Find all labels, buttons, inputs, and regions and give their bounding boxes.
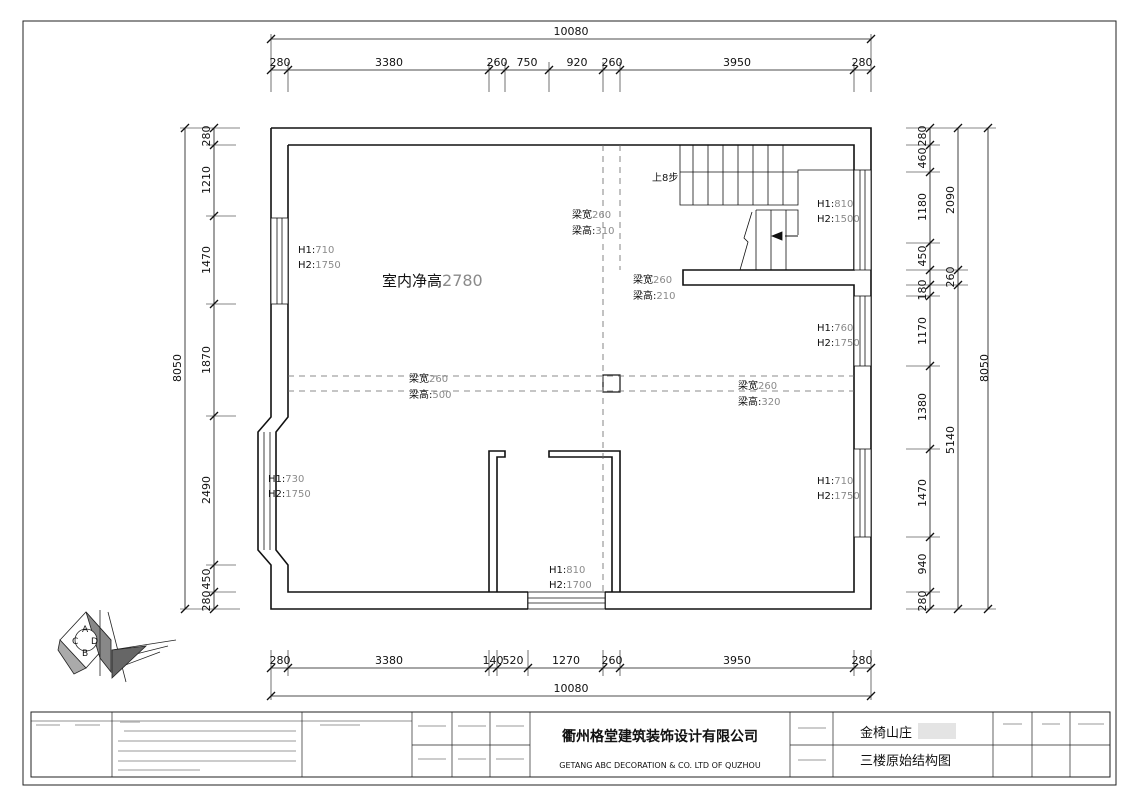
- left-dim-7: 280: [200, 591, 213, 612]
- sheet-border: [22, 20, 1117, 786]
- bottom-dim-4: 520: [503, 654, 524, 667]
- legend-letter-b: B: [82, 649, 88, 659]
- top-dimensions: 10080 280 3380 260 750 920 260 395: [266, 25, 876, 92]
- title-block: [30, 711, 1111, 778]
- top-dim-8: 280: [852, 56, 873, 69]
- window-left-h2: H2:1750: [298, 260, 341, 271]
- beam3-height: 梁高:500: [409, 388, 451, 401]
- window-bay-h1: H1:730: [268, 474, 304, 485]
- bottom-dim-5: 1270: [552, 654, 580, 667]
- bottom-dim-3: 140: [483, 654, 504, 667]
- stairs-label: 上8步: [652, 172, 678, 184]
- legend-letter-d: D: [91, 637, 98, 647]
- bottom-dim-2: 3380: [375, 654, 403, 667]
- beam4-width: 梁宽260: [738, 379, 777, 392]
- top-dim-1: 280: [270, 56, 291, 69]
- stair-arrow-icon: [770, 231, 783, 241]
- left-dim-2: 1210: [200, 166, 213, 194]
- window-bay-h2: H2:1750: [268, 489, 311, 500]
- window-bottom-h1: H1:810: [549, 565, 585, 576]
- top-dim-7: 3950: [723, 56, 751, 69]
- left-dim-1: 280: [200, 126, 213, 147]
- drawing-title: 三楼原始结构图: [860, 754, 951, 769]
- room-height-label: 室内净高2780: [382, 271, 483, 290]
- legend-letter-c: C: [72, 637, 78, 647]
- beam4-height: 梁高:320: [738, 395, 780, 408]
- window-left: [270, 217, 289, 305]
- orientation-legend: A C D B: [57, 610, 177, 683]
- window-mid-right-h2: H2:1750: [817, 338, 860, 349]
- left-dimensions: 8050 280 1210 1470 1870 2490 450 280: [171, 123, 240, 614]
- window-bottom-right-h1: H1:710: [817, 476, 853, 487]
- right-mid-dim-2: 260: [944, 267, 957, 288]
- right-dim-4: 450: [916, 246, 929, 267]
- left-dim-6: 450: [200, 569, 213, 590]
- bottom-total-dim: 10080: [554, 682, 589, 695]
- beams: [288, 145, 854, 592]
- redacted-block: [918, 723, 956, 739]
- staircase: [679, 145, 854, 271]
- window-mid-right: [853, 295, 872, 367]
- right-mid-dim-3: 5140: [944, 426, 957, 454]
- right-dim-8: 1470: [916, 479, 929, 507]
- right-dim-3: 1180: [916, 193, 929, 221]
- window-bottom-right-h2: H2:1750: [817, 491, 860, 502]
- top-total-dim: 10080: [554, 25, 589, 38]
- window-bottom-h2: H2:1700: [549, 580, 592, 591]
- top-dim-3: 260: [487, 56, 508, 69]
- left-dim-4: 1870: [200, 346, 213, 374]
- right-dim-9: 940: [916, 554, 929, 575]
- bottom-dim-6: 260: [602, 654, 623, 667]
- left-dim-5: 2490: [200, 476, 213, 504]
- left-total-dim: 8050: [171, 354, 184, 382]
- window-top-right-h1: H1:810: [817, 199, 853, 210]
- plan-labels: 室内净高2780 梁宽260 梁高:310 梁宽260 梁高:210 梁宽260…: [268, 199, 860, 591]
- right-mid-dim-1: 2090: [944, 186, 957, 214]
- bottom-dimensions: 280 3380 140 520 1270 260 3950 280 10080: [266, 650, 876, 701]
- window-bottom-right: [853, 448, 872, 538]
- right-dimensions: 280 460 1180 450 180 1170 1380 1470 940 …: [906, 123, 996, 614]
- beam1-width: 梁宽260: [572, 208, 611, 221]
- right-dim-7: 1380: [916, 393, 929, 421]
- right-dim-10: 280: [916, 591, 929, 612]
- window-bottom: [527, 591, 606, 610]
- beam2-height: 梁高:210: [633, 289, 675, 302]
- bottom-dim-8: 280: [852, 654, 873, 667]
- right-dim-1: 280: [916, 126, 929, 147]
- window-left-h1: H1:710: [298, 245, 334, 256]
- top-dim-2: 3380: [375, 56, 403, 69]
- beam2-width: 梁宽260: [633, 273, 672, 286]
- window-top-right-h2: H2:1500: [817, 214, 860, 225]
- windows: [263, 169, 872, 610]
- window-top-right: [853, 169, 872, 271]
- legend-letter-a: A: [82, 625, 89, 635]
- top-dim-5: 920: [567, 56, 588, 69]
- left-dim-3: 1470: [200, 246, 213, 274]
- right-dim-2: 460: [916, 148, 929, 169]
- window-mid-right-h1: H1:760: [817, 323, 853, 334]
- bottom-dim-1: 280: [270, 654, 291, 667]
- top-dim-6: 260: [602, 56, 623, 69]
- project-name: 金椅山庄: [860, 725, 912, 741]
- beam1-height: 梁高:310: [572, 224, 614, 237]
- right-dim-5: 180: [916, 280, 929, 301]
- company-name-cn: 衢州格堂建筑装饰设计有限公司: [562, 728, 758, 745]
- top-dim-4: 750: [517, 56, 538, 69]
- walls: [257, 127, 872, 610]
- bottom-dim-7: 3950: [723, 654, 751, 667]
- beam3-width: 梁宽260: [409, 372, 448, 385]
- right-total-dim: 8050: [978, 354, 991, 382]
- right-dim-6: 1170: [916, 317, 929, 345]
- company-name-en: GETANG ABC DECORATION & CO. LTD OF QUZHO…: [559, 761, 761, 770]
